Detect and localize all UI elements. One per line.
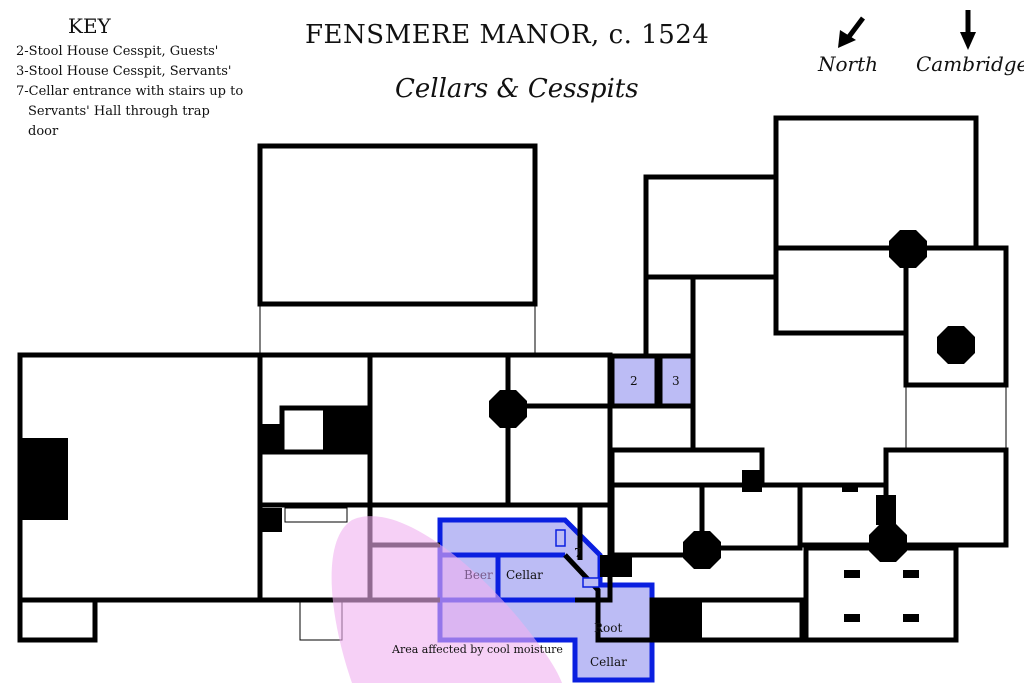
octagonal-pillars	[489, 230, 975, 569]
north-arrow-icon	[838, 16, 865, 48]
chimneys	[20, 408, 919, 640]
room-7-label: 7	[574, 546, 582, 560]
key-item-7-cont: Servants' Hall through trap	[28, 104, 210, 119]
root-cellar-label: Cellar	[590, 655, 627, 669]
key-item-2: 2-Stool House Cesspit, Guests'	[16, 44, 219, 59]
key-item-3: 3-Stool House Cesspit, Servants'	[16, 64, 232, 79]
page-title: FENSMERE MANOR, c. 1524	[305, 20, 710, 50]
moisture-area	[331, 516, 562, 683]
room-3-label: 3	[672, 374, 680, 388]
key-item-7-cont2: door	[28, 124, 59, 139]
page-subtitle: Cellars & Cesspits	[395, 74, 639, 104]
cambridge-arrow-icon	[960, 10, 976, 50]
cambridge-label: Cambridge	[916, 52, 1024, 76]
moisture-annotation: Area affected by cool moisture	[391, 643, 563, 656]
key-title: KEY	[68, 14, 111, 38]
cesspit-guests-fill	[612, 356, 657, 406]
root-label: Root	[594, 621, 622, 635]
beer-label: Beer	[464, 568, 493, 582]
stair-marker	[555, 529, 566, 547]
cesspit-servants-fill	[660, 356, 693, 406]
cellar-label: Cellar	[506, 568, 543, 582]
key-item-7: 7-Cellar entrance with stairs up to	[16, 84, 244, 99]
room-2-label: 2	[630, 374, 638, 388]
stair-marker	[582, 577, 600, 588]
north-label: North	[818, 52, 879, 76]
